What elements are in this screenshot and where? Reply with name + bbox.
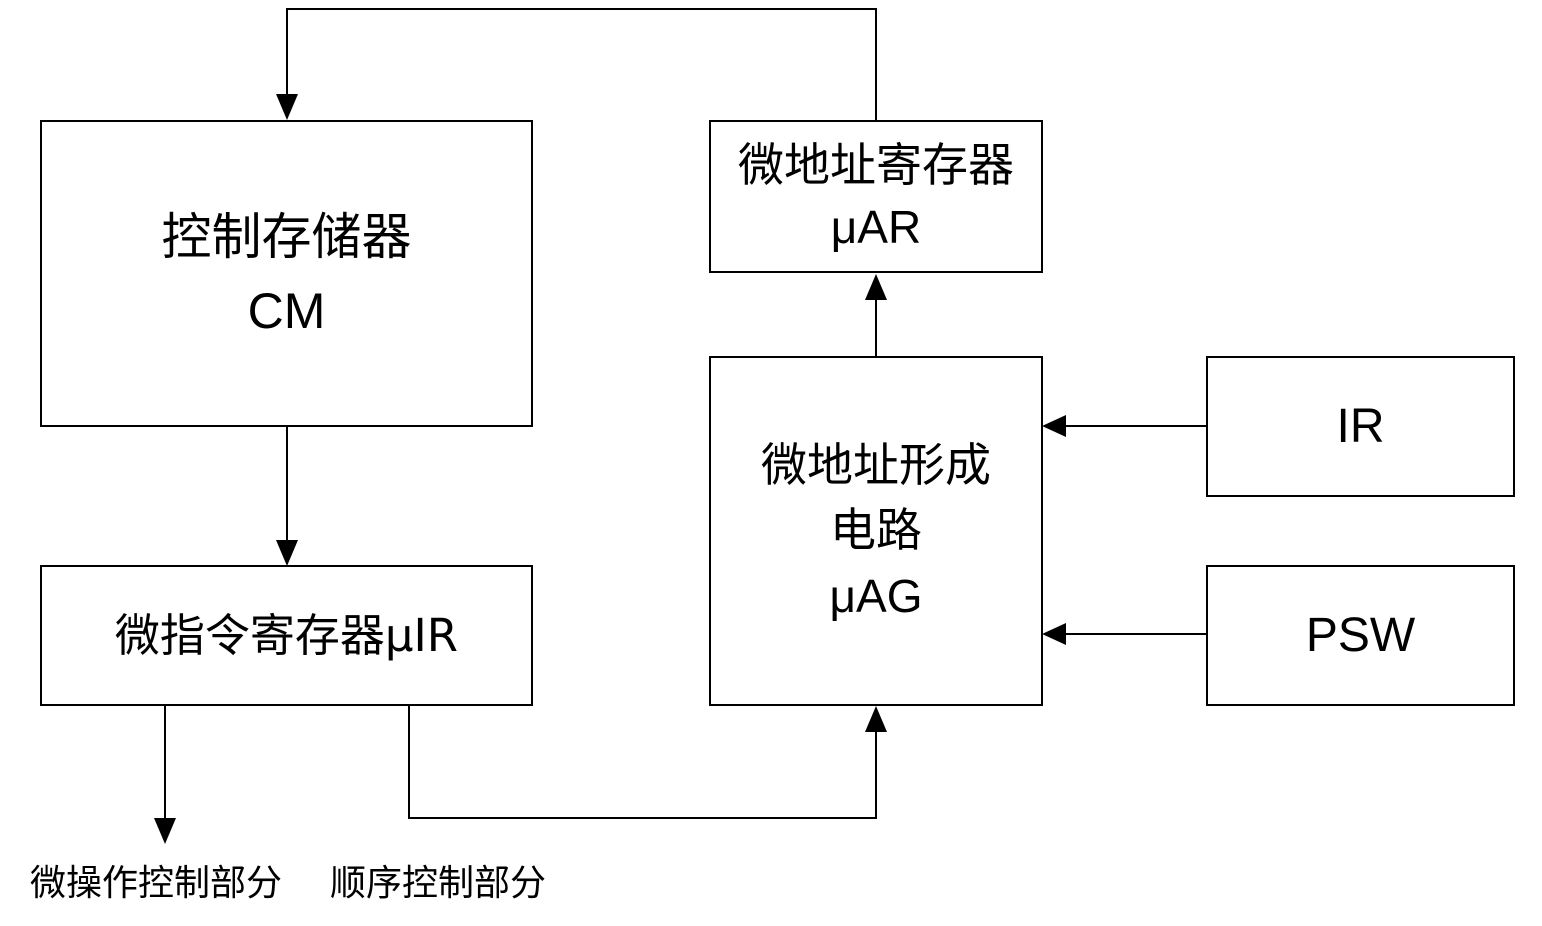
instruction-register-box: IR [1206, 356, 1515, 497]
connector-uir-to-uag [408, 705, 877, 819]
micro-address-register-abbr: μAR [830, 200, 922, 253]
program-status-word-box: PSW [1206, 565, 1515, 706]
micro-address-generator-abbr: μAG [829, 569, 923, 622]
arrowhead-into-uir [276, 540, 298, 566]
program-status-word-label: PSW [1305, 608, 1416, 662]
control-memory-abbr: CM [247, 282, 326, 339]
micro-operation-control-caption: 微操作控制部分 [30, 863, 283, 904]
arrowhead-into-microop [154, 818, 176, 844]
micro-address-register-box: 微地址寄存器 μAR [709, 120, 1043, 273]
micro-address-generator-name-2: 电路 [830, 503, 922, 558]
micro-address-generator-name: 微地址形成 [761, 438, 991, 493]
control-memory-box: 控制存储器 CM [40, 120, 533, 427]
arrowhead-into-uag-from-psw [1042, 623, 1066, 645]
micro-address-register-name: 微地址寄存器 [738, 138, 1014, 193]
micro-instruction-register-box: 微指令寄存器μIR [40, 565, 533, 706]
micro-address-generator-box: 微地址形成 电路 μAG [709, 356, 1043, 706]
arrowhead-into-uar [865, 274, 887, 300]
instruction-register-label: IR [1336, 399, 1385, 453]
arrowhead-into-cm [276, 94, 298, 120]
connector-uar-to-cm [286, 8, 877, 120]
arrowhead-into-uag-from-ir [1042, 415, 1066, 437]
sequence-control-caption: 顺序控制部分 [330, 863, 547, 904]
micro-instruction-register-label: 微指令寄存器μIR [114, 608, 459, 662]
control-memory-name: 控制存储器 [161, 207, 412, 266]
arrowhead-into-uag-bottom [865, 706, 887, 732]
